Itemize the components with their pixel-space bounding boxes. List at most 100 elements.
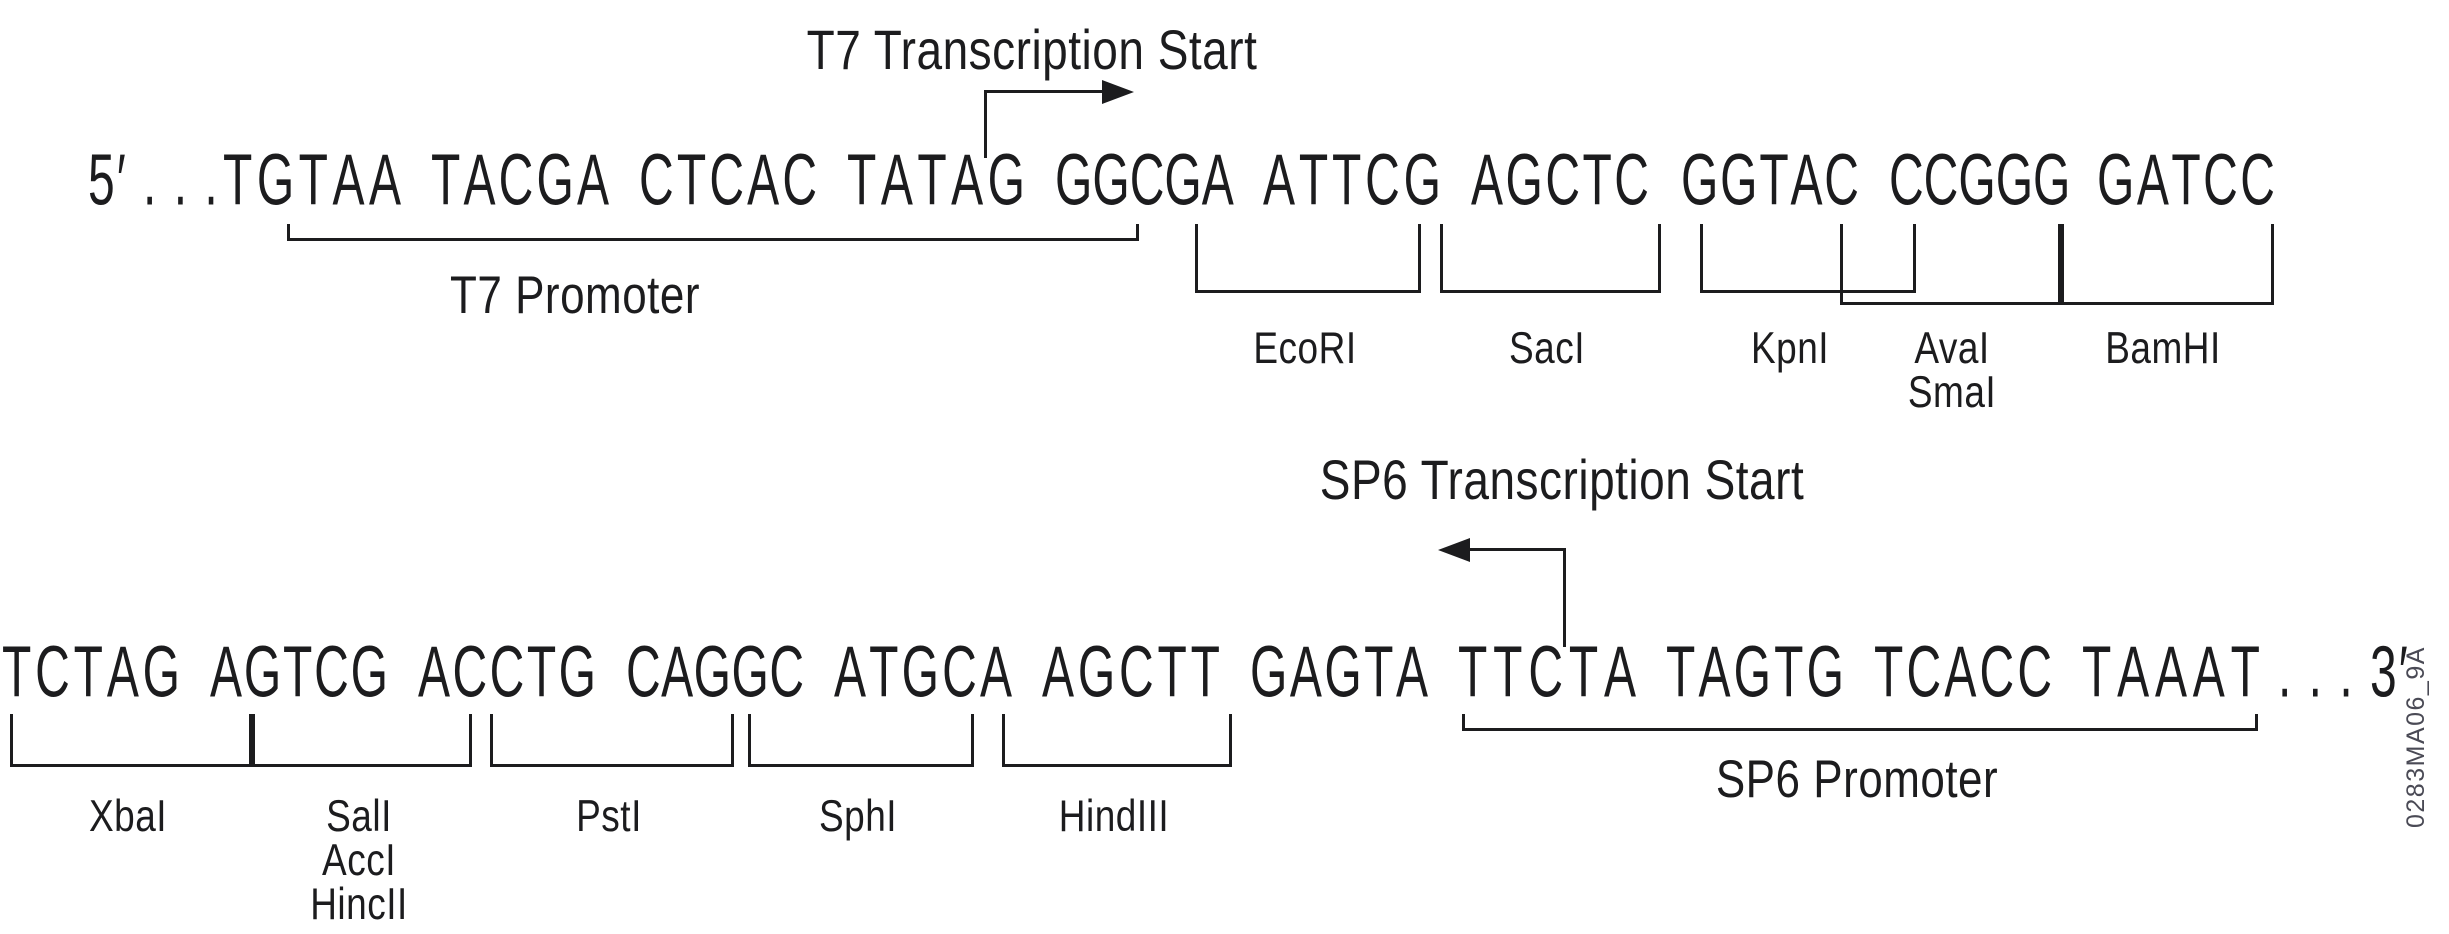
dna-base: T bbox=[676, 141, 707, 221]
dna-base: C bbox=[2017, 633, 2052, 713]
saci-bracket bbox=[1440, 224, 1661, 293]
dna-base: G bbox=[901, 633, 939, 713]
dna-base: C bbox=[1119, 633, 1154, 713]
psti-bracket bbox=[490, 714, 734, 767]
dna-base: T bbox=[1774, 633, 1804, 713]
dna-base: G bbox=[2033, 141, 2071, 221]
dna-base: T bbox=[2171, 141, 2201, 221]
dna-base: A bbox=[1471, 141, 1504, 221]
dna-base: T bbox=[73, 633, 103, 713]
dna-base: C bbox=[452, 633, 488, 713]
dna-base: T bbox=[847, 141, 877, 221]
kpni-bracket bbox=[1700, 224, 1916, 293]
avai-label: AvaI bbox=[1914, 323, 1990, 373]
dna-base: C bbox=[782, 141, 817, 221]
dna-base: T bbox=[1190, 633, 1220, 713]
sp6-arrowhead-icon bbox=[1438, 538, 1470, 562]
dna-base: A bbox=[951, 141, 984, 221]
sphi-label: SphI bbox=[818, 791, 898, 841]
dna-base: C bbox=[1889, 141, 1924, 221]
dna-base: A bbox=[368, 141, 401, 221]
dna-base: A bbox=[463, 141, 496, 221]
dna-base: A bbox=[747, 141, 780, 221]
bamhi-label: BamHI bbox=[2105, 323, 2221, 373]
dna-base: G bbox=[1055, 141, 1093, 221]
dna-base: C bbox=[489, 633, 525, 713]
dna-base: C bbox=[1824, 141, 1859, 221]
dna-base: A bbox=[210, 633, 243, 713]
dna-base: G bbox=[256, 141, 295, 221]
kpni-label: KpnI bbox=[1750, 323, 1830, 373]
dna-base: A bbox=[1603, 633, 1636, 713]
dna-base: A bbox=[1042, 633, 1075, 713]
dna-base: G bbox=[1720, 141, 1758, 221]
dna-base: G bbox=[1324, 633, 1362, 713]
five-prime-label: 5′ . . . bbox=[88, 141, 220, 221]
sp6-promoter-bracket bbox=[1462, 714, 2258, 731]
bamhi-bracket bbox=[2058, 224, 2274, 305]
dna-base: G bbox=[243, 633, 282, 713]
dna-base: A bbox=[834, 633, 867, 713]
dna-base: C bbox=[1365, 141, 1400, 221]
dna-base: T bbox=[1493, 633, 1523, 713]
smai-label: SmaI bbox=[1907, 367, 1997, 417]
dna-base: G bbox=[1250, 633, 1288, 713]
dna-base: A bbox=[661, 633, 694, 713]
dna-base: C bbox=[1129, 141, 1165, 221]
three-prime-label: . . . 3′ bbox=[2278, 633, 2410, 713]
dna-base: G bbox=[987, 141, 1025, 221]
dna-base: T bbox=[431, 141, 461, 221]
dna-base: G bbox=[1806, 633, 1844, 713]
psti-label: PstI bbox=[576, 791, 642, 841]
dna-base: G bbox=[1092, 141, 1130, 221]
dna-base: G bbox=[142, 633, 180, 713]
hincii-label: HincII bbox=[310, 879, 408, 929]
dna-base: T bbox=[917, 141, 947, 221]
dna-base: G bbox=[536, 141, 574, 221]
dna-base: T bbox=[1364, 633, 1394, 713]
t7-transcription-start-title: T7 Transcription Start bbox=[806, 18, 1258, 81]
dna-base: T bbox=[1298, 141, 1329, 221]
xbai-label: XbaI bbox=[88, 791, 168, 841]
t7-arrow-horizontal-line bbox=[984, 90, 1104, 93]
dna-base: T bbox=[1157, 633, 1187, 713]
acci-label: AccI bbox=[322, 835, 396, 885]
dna-base: A bbox=[332, 141, 365, 221]
dna-base: C bbox=[1614, 141, 1649, 221]
ecori-label: EcoRI bbox=[1253, 323, 1357, 373]
dna-base: A bbox=[1201, 141, 1234, 221]
dna-base: G bbox=[1733, 633, 1771, 713]
t7-arrowhead-icon bbox=[1102, 80, 1134, 104]
dna-base: C bbox=[1906, 633, 1942, 713]
dna-base: G bbox=[2097, 141, 2135, 221]
sali-label: SalI bbox=[326, 791, 392, 841]
figure-code: 0283MA06_9A bbox=[2402, 646, 2430, 828]
dna-base: G bbox=[731, 633, 769, 713]
dna-base: T bbox=[282, 633, 313, 713]
t7-promoter-label: T7 Promoter bbox=[449, 266, 701, 326]
dna-base: C bbox=[639, 141, 674, 221]
dna-base: T bbox=[1874, 633, 1904, 713]
dna-base: G bbox=[1995, 141, 2034, 221]
dna-base: G bbox=[693, 633, 731, 713]
dna-base: C bbox=[314, 633, 349, 713]
t7-arrow-vertical-line bbox=[984, 90, 987, 158]
dna-base: T bbox=[526, 633, 557, 713]
ecori-bracket bbox=[1195, 224, 1421, 293]
sp6-transcription-start-title: SP6 Transcription Start bbox=[1319, 448, 1805, 511]
saci-label: SacI bbox=[1508, 323, 1586, 373]
